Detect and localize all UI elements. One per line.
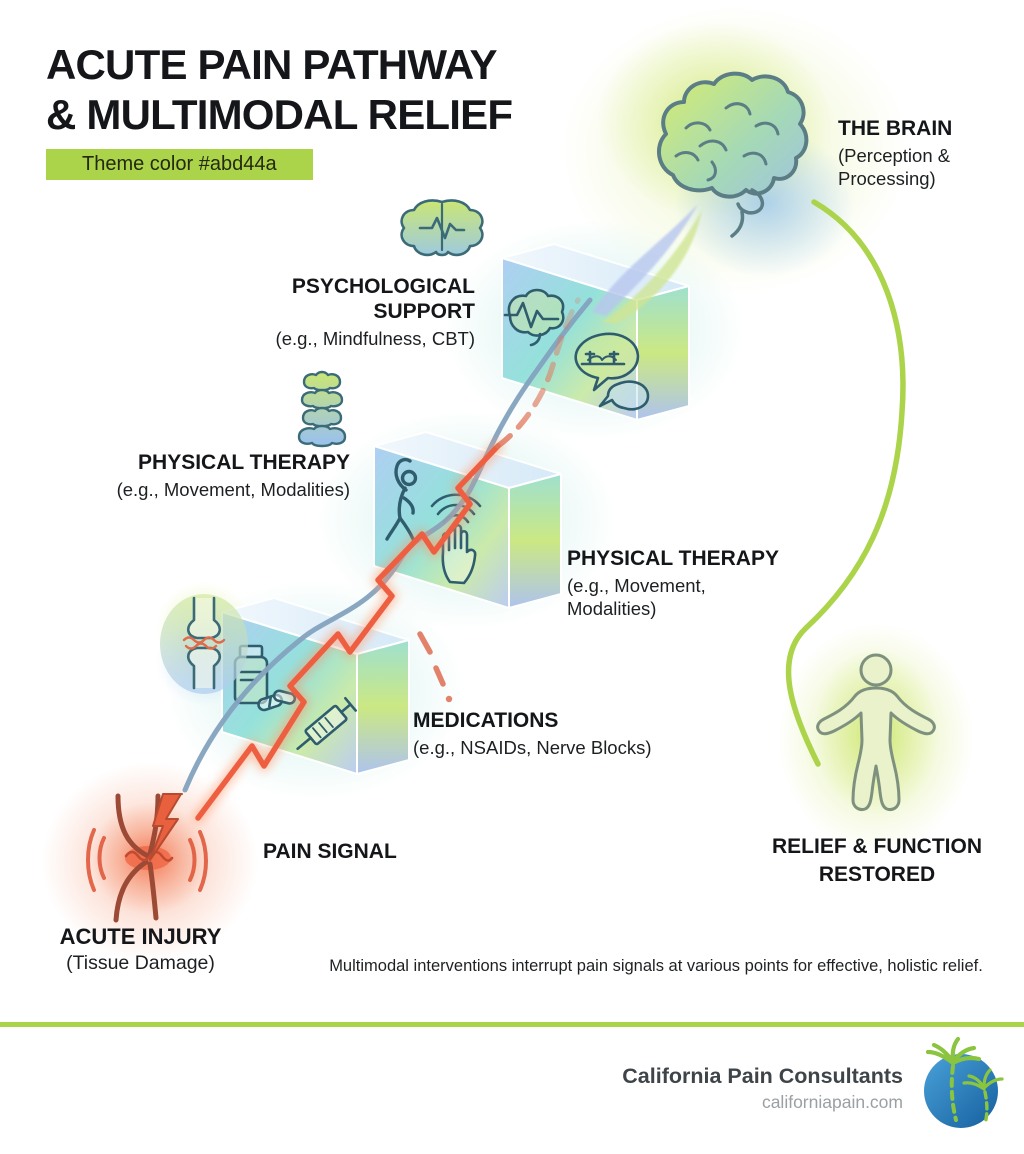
- physical-therapy-right-subtitle: (e.g., Movement, Modalities): [567, 575, 706, 619]
- energy-wisp: [592, 204, 702, 324]
- relief-label-line2: RESTORED: [818, 863, 936, 886]
- caption-text: Multimodal interventions interrupt pain …: [329, 957, 983, 975]
- footer-divider: [0, 1022, 1024, 1027]
- acute-injury-label: ACUTE INJURY (Tissue Damage): [38, 924, 243, 975]
- psychological-support-label: PSYCHOLOGICAL SUPPORT (e.g., Mindfulness…: [203, 274, 475, 350]
- relief-label: RELIEF & FUNCTION RESTORED: [765, 833, 989, 889]
- green-relief-curve: [785, 199, 906, 767]
- physical-therapy-left-title: PHYSICAL THERAPY: [138, 451, 350, 474]
- footer-brand-name: California Pain Consultants: [622, 1064, 903, 1088]
- pain-signal-dashed-line: [417, 297, 581, 703]
- page-title: ACUTE PAIN PATHWAY & MULTIMODAL RELIEF: [46, 40, 513, 140]
- psychological-support-subtitle: (e.g., Mindfulness, CBT): [275, 328, 475, 349]
- brain-icon: [656, 71, 809, 238]
- medications-title: MEDICATIONS: [413, 709, 559, 732]
- physical-therapy-left-label: PHYSICAL THERAPY (e.g., Movement, Modali…: [90, 450, 350, 501]
- joint-icon: [160, 594, 248, 694]
- page-title-line2: & MULTIMODAL RELIEF: [46, 91, 513, 138]
- relief-label-line1: RELIEF & FUNCTION: [772, 835, 982, 858]
- psychological-support-title: PSYCHOLOGICAL SUPPORT: [291, 275, 475, 323]
- pain-signal-line: [192, 440, 504, 824]
- medications-subtitle: (e.g., NSAIDs, Nerve Blocks): [413, 737, 652, 758]
- physical-therapy-right-label: PHYSICAL THERAPY (e.g., Movement, Modali…: [567, 546, 782, 620]
- pain-signal-label: PAIN SIGNAL: [263, 840, 397, 863]
- brain-label-subtitle: (Perception & Processing): [838, 145, 951, 189]
- lightning-bolt-icon: [149, 793, 183, 861]
- brain-label: THE BRAIN (Perception & Processing): [838, 116, 1023, 190]
- brain-pulse-icon: [503, 288, 565, 347]
- physical-therapy-left-subtitle: (e.g., Movement, Modalities): [116, 479, 350, 500]
- globe-palms-logo: [924, 1036, 1004, 1128]
- theme-color-badge: Theme color #abd44a: [46, 149, 313, 180]
- syringe-icon: [296, 697, 357, 751]
- footer-brand-block: California Pain Consultants californiapa…: [593, 1063, 903, 1113]
- physical-therapy-right-title: PHYSICAL THERAPY: [567, 547, 779, 570]
- acute-injury-subtitle: (Tissue Damage): [66, 952, 215, 974]
- page-title-line1: ACUTE PAIN PATHWAY: [46, 41, 498, 88]
- spine-icon: [297, 370, 347, 448]
- knee-injury-icon: [86, 793, 208, 923]
- mini-brain-icon: [400, 199, 484, 257]
- acute-injury-title: ACUTE INJURY: [59, 924, 222, 949]
- chat-bubbles-icon: [574, 332, 650, 411]
- footer-website: californiapain.com: [761, 1092, 903, 1112]
- person-icon: [816, 653, 936, 811]
- medications-label: MEDICATIONS (e.g., NSAIDs, Nerve Blocks): [413, 708, 703, 759]
- brain-label-title: THE BRAIN: [838, 117, 953, 140]
- stretch-person-icon: [385, 457, 418, 541]
